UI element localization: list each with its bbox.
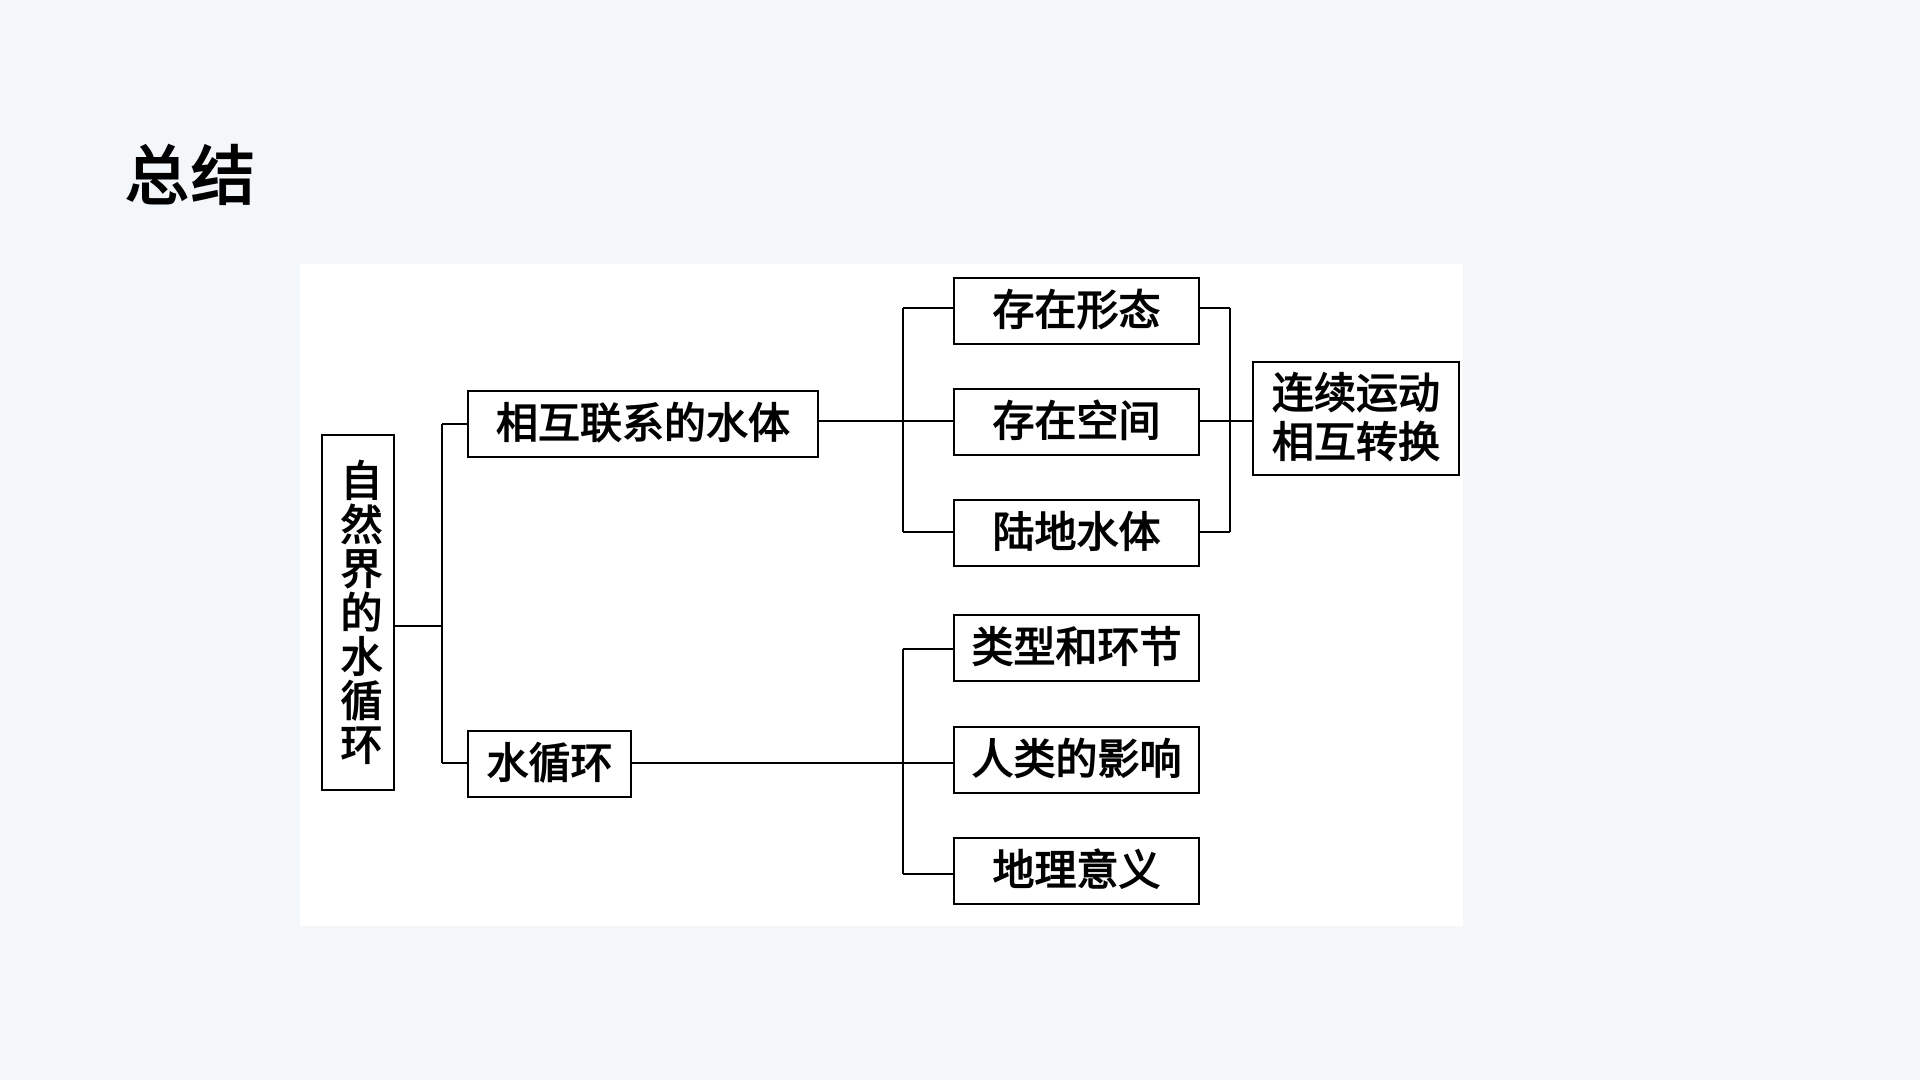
slide-title: 总结	[125, 141, 257, 215]
form-node: 存在形态	[953, 277, 1200, 345]
types-node: 类型和环节	[953, 614, 1200, 682]
connector-lines	[395, 307, 1252, 875]
land-water-node: 陆地水体	[953, 499, 1200, 567]
root-node: 自然界的水循环	[321, 434, 395, 791]
water-bodies-node: 相互联系的水体	[467, 390, 819, 458]
water-cycle-node: 水循环	[467, 730, 632, 798]
significance-node: 地理意义	[953, 837, 1200, 905]
concept-map: 自然界的水循环 相互联系的水体 水循环 存在形态 存在空间 陆地水体 连续运动 …	[300, 264, 1463, 926]
result-node: 连续运动 相互转换	[1252, 361, 1460, 476]
space-node: 存在空间	[953, 388, 1200, 456]
human-impact-node: 人类的影响	[953, 726, 1200, 794]
